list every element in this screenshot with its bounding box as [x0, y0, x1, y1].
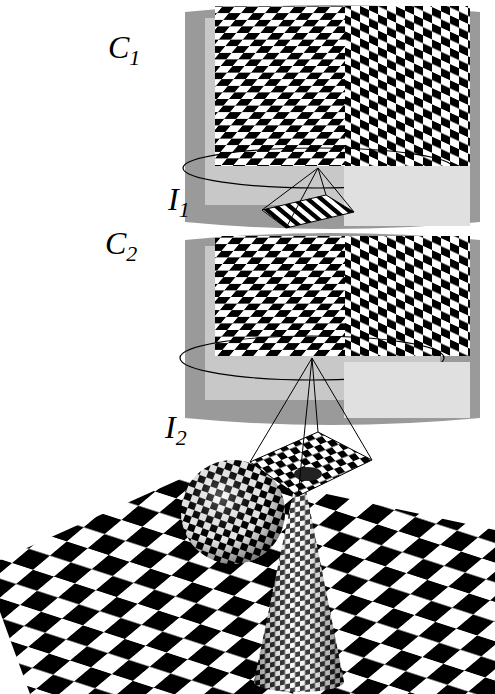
part-label: I2	[165, 408, 187, 451]
image-plane-i2	[250, 358, 372, 496]
cylinder-c2	[180, 233, 480, 425]
part-label: I1	[168, 180, 190, 223]
part-label: C2	[105, 224, 137, 267]
cylinder-c1	[183, 5, 480, 229]
part-label: C1	[108, 28, 140, 71]
image-plane-i1	[262, 168, 354, 228]
